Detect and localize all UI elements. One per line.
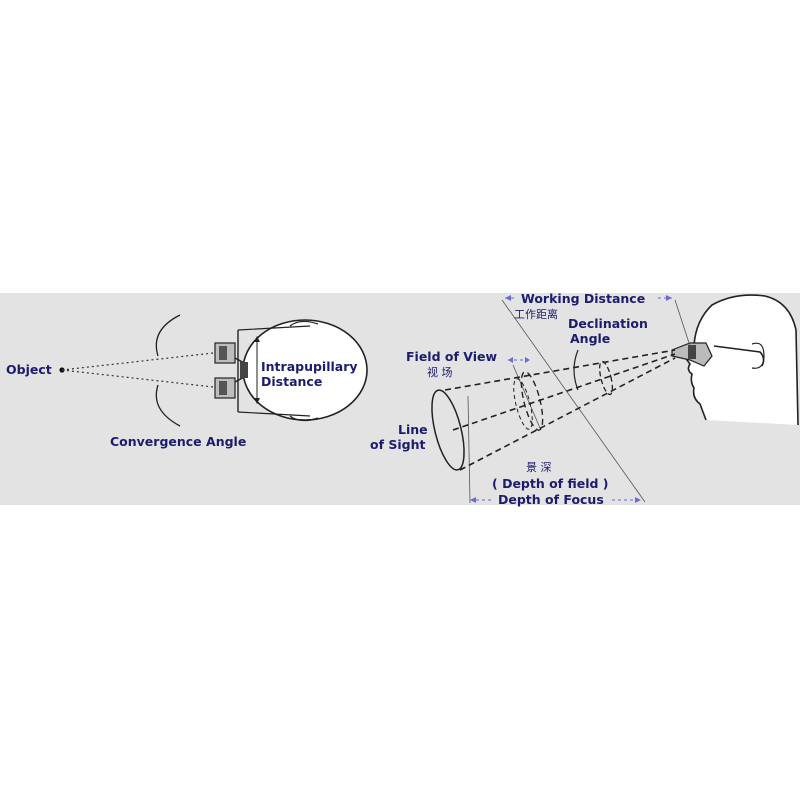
diagram-panel (0, 293, 800, 505)
line-of-sight-label-line2: of Sight (370, 437, 426, 452)
ipd-label-line2: Distance (261, 374, 322, 389)
object-label: Object (6, 362, 52, 377)
eye-field-ellipse (513, 378, 533, 430)
field-of-view-cn-label: 视 场 (427, 365, 453, 379)
working-distance-diagram: Working Distance 工作距离 Declination Angle … (370, 291, 799, 507)
convergence-line-lower (61, 369, 223, 389)
ipd-label-line1: Intrapupillary (261, 359, 358, 374)
cone-lower-line (459, 357, 676, 471)
working-distance-label: Working Distance (521, 291, 645, 306)
cone-upper-line (444, 349, 676, 391)
convergence-angle-label: Convergence Angle (110, 434, 246, 449)
convergence-line-upper (61, 351, 223, 371)
field-of-view-label: Field of View (406, 349, 497, 364)
depth-of-field-label: ( Depth of field ) (492, 476, 609, 491)
depth-of-focus-label: Depth of Focus (498, 492, 604, 507)
mid-field-ellipse (520, 371, 544, 431)
line-of-sight (452, 353, 676, 431)
temple-arm (713, 345, 765, 367)
convergence-arc-lower (155, 384, 181, 427)
ear-upper (289, 320, 319, 327)
depth-of-field-cn-label: 景 深 (526, 461, 552, 474)
field-view-guide (512, 364, 541, 429)
ear-side (751, 342, 765, 369)
working-distance-cn-label: 工作距离 (514, 307, 558, 321)
working-distance-right-guide (674, 299, 691, 347)
declination-label-line2: Angle (570, 331, 610, 346)
convergence-diagram: Object Intrapupillary Distance Convergen… (6, 314, 368, 449)
near-field-ellipse (598, 360, 614, 396)
declination-label-line1: Declination (568, 316, 648, 331)
line-of-sight-label-line1: Line (398, 422, 428, 437)
working-distance-left-guide (501, 299, 646, 503)
focus-left-guide (467, 395, 471, 504)
declination-arc (573, 349, 579, 391)
convergence-arc-upper (155, 314, 181, 357)
far-field-ellipse (431, 389, 465, 471)
ear-lower (289, 415, 319, 422)
